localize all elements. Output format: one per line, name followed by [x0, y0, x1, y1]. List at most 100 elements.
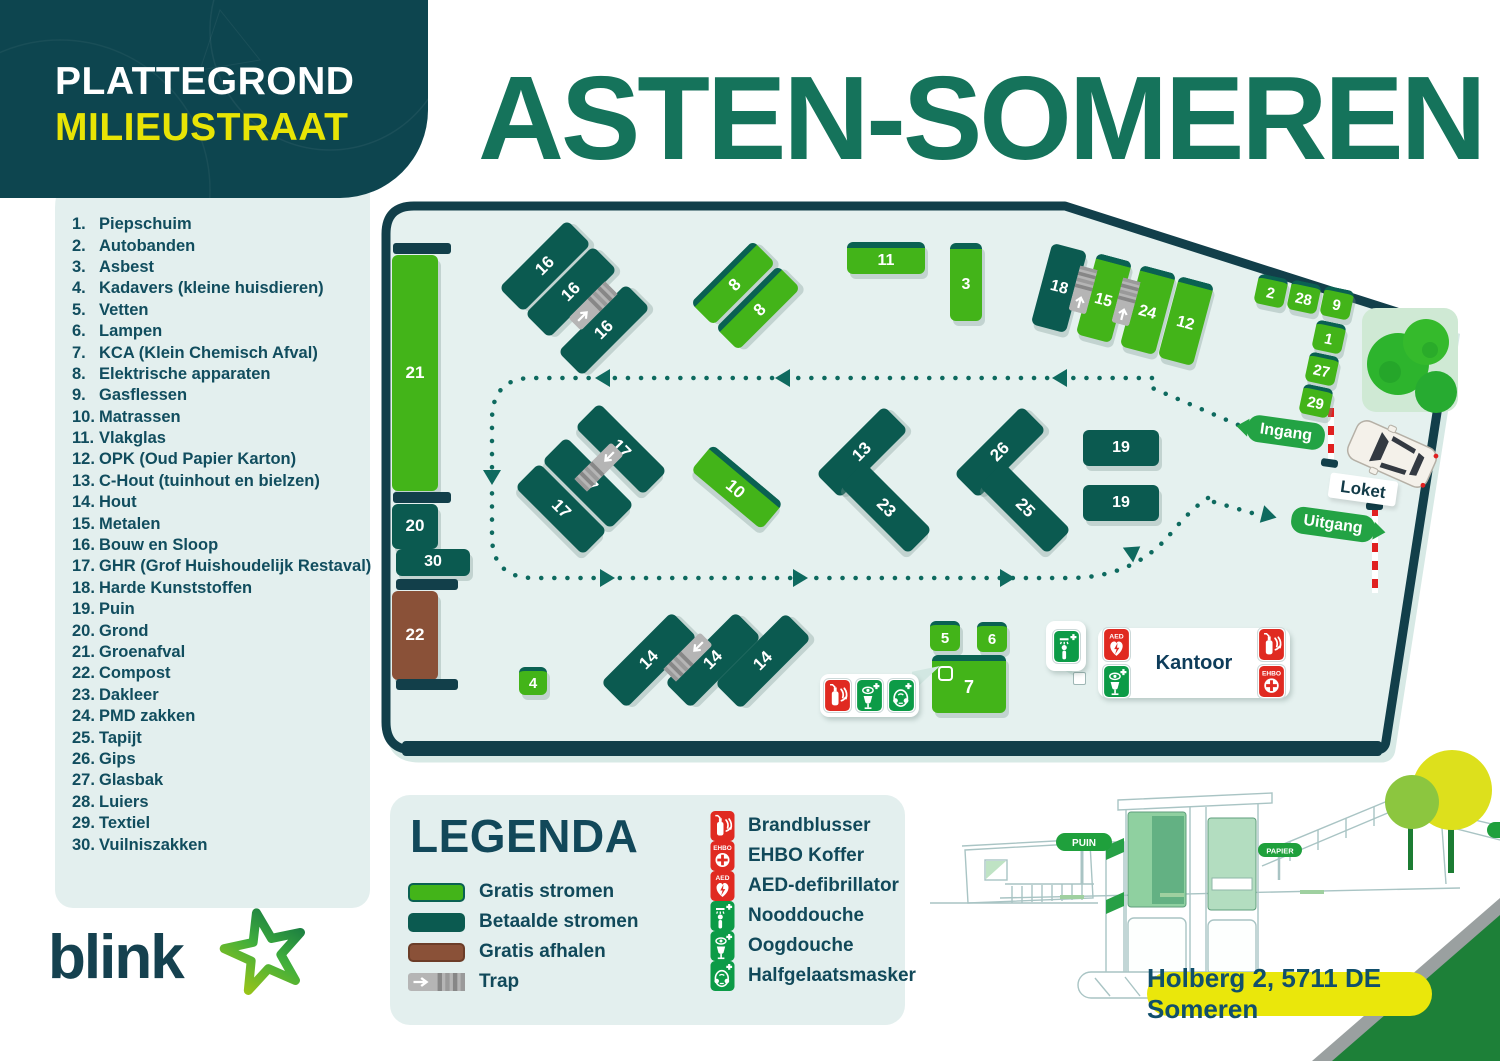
waste-list-item: 18.Harde Kunststoffen: [72, 578, 371, 599]
aed-icon: AED: [710, 871, 735, 901]
waste-item-label: Glasbak: [99, 771, 164, 790]
legend-swatch-trap: [408, 973, 465, 991]
waste-item-label: Piepschuim: [99, 215, 192, 234]
waste-list-item: 27.Glasbak: [72, 770, 371, 791]
map-block-25: 25: [979, 462, 1071, 554]
map-block-22: 22: [392, 590, 438, 680]
waste-item-number: 21.: [72, 643, 95, 661]
legend-safety-label: AED-defibrillator: [748, 875, 899, 896]
waste-item-label: Harde Kunststoffen: [99, 578, 253, 597]
waste-list-item: 20.Grond: [72, 620, 371, 641]
waste-list-item: 9.Gasflessen: [72, 385, 371, 406]
waste-item-label: Vuilniszakken: [99, 835, 208, 854]
waste-list-item: 19.Puin: [72, 599, 371, 620]
legend-safety-label: EHBO Koffer: [748, 845, 865, 866]
map-block-19: 19: [1083, 485, 1159, 521]
map-block-5: 5: [930, 621, 960, 651]
waste-list-item: 2. Autobanden: [72, 235, 371, 256]
map-block-3: 3: [950, 243, 982, 321]
blink-star-icon: [219, 908, 306, 995]
header-title-line2: MILIEUSTRAAT: [55, 106, 349, 149]
waste-item-number: 28.: [72, 792, 95, 811]
waste-item-number: 24.: [72, 707, 95, 726]
waste-list-item: 3.Asbest: [72, 257, 371, 278]
map-block-9: 9: [1319, 285, 1355, 321]
legend-safety-row: Brandblusser: [710, 811, 916, 841]
waste-list-item: 21.Groenafval: [72, 642, 371, 663]
waste-item-label: Vlakglas: [99, 429, 166, 448]
legend-safety-label: Nooddouche: [748, 905, 865, 926]
waste-item-number: 17.: [72, 557, 95, 576]
map-block-28: 28: [1286, 279, 1322, 315]
eyewash-icon: [1102, 664, 1131, 699]
ingang-label: Ingang: [1258, 419, 1314, 445]
waste-item-label: Vetten: [99, 300, 149, 319]
waste-list-item: 13.C-Hout (tuinhout en bielzen): [72, 471, 371, 492]
waste-item-label: Bouw en Sloop: [99, 536, 219, 555]
fire-extinguisher-icon: [823, 678, 852, 713]
map-block-1: 1: [1311, 319, 1347, 355]
waste-item-number: 20.: [72, 621, 95, 640]
waste-item-label: Metalen: [99, 514, 161, 533]
waste-list-item: 10.Matrassen: [72, 407, 371, 428]
waste-list-item: 5. Vetten: [72, 300, 371, 321]
wall-cap: [396, 579, 458, 590]
waste-item-number: 3.: [72, 257, 86, 276]
waste-item-number: 2.: [72, 236, 86, 255]
map-block-19: 19: [1083, 430, 1159, 466]
legend-safety-label: Brandblusser: [748, 815, 871, 836]
waste-item-number: 10.: [72, 407, 95, 426]
wall-cap: [396, 679, 458, 690]
legend-swatch-pickup: [408, 942, 465, 962]
waste-item-number: 14.: [72, 493, 95, 512]
legend-safety-row: Nooddouche: [710, 901, 916, 931]
waste-item-label: Groenafval: [99, 643, 186, 661]
waste-item-number: 5.: [72, 300, 86, 319]
wall-cap: [393, 492, 451, 503]
legend-title: LEGENDA: [410, 810, 639, 862]
waste-item-number: 7.: [72, 343, 86, 362]
waste-item-number: 22.: [72, 664, 95, 683]
ehbo-icon: EHBO: [710, 841, 735, 871]
legend-safety-row: Oogdouche: [710, 931, 916, 961]
block-corner-marker: [938, 666, 953, 681]
legend-swatch-free: [408, 882, 465, 902]
waste-list-item: 7.KCA (Klein Chemisch Afval): [72, 342, 371, 363]
waste-item-label: Autobanden: [99, 236, 196, 255]
waste-item-number: 13.: [72, 471, 95, 490]
waste-list-item: 28.Luiers: [72, 792, 371, 813]
map-block-27: 27: [1304, 351, 1340, 387]
waste-list-item: 24.PMD zakken: [72, 706, 371, 727]
waste-list-item: 11.Vlakglas: [72, 428, 371, 449]
kantoor-box: AED Kantoor EHBO: [1098, 627, 1290, 699]
eyewash-icon: [855, 678, 884, 713]
aed-icon: AED: [1102, 627, 1131, 662]
waste-list-panel: [55, 148, 370, 908]
waste-item-label: GHR (Grof Huishoudelijk Restaval): [99, 557, 372, 576]
waste-item-label: Textiel: [99, 814, 151, 833]
map-block-29: 29: [1298, 383, 1334, 419]
uitgang-arrow-tip: [1372, 521, 1387, 541]
uitgang-sign: Uitgang: [1289, 505, 1387, 544]
map-block-10: 10: [690, 444, 784, 530]
header-title-line1: PLATTEGROND: [55, 60, 355, 103]
kantoor-icons-right: EHBO: [1257, 627, 1286, 699]
waste-item-number: 18.: [72, 578, 95, 597]
page-title: ASTEN-SOMEREN: [478, 52, 1487, 185]
map-block-4: 4: [519, 667, 547, 695]
waste-list-item: 17.GHR (Grof Huishoudelijk Restaval): [72, 556, 371, 577]
uitgang-label: Uitgang: [1302, 511, 1364, 537]
waste-list-item: 1.Piepschuim: [72, 214, 371, 235]
waste-item-label: Gips: [99, 749, 136, 768]
waste-list-item: 30.Vuilniszakken: [72, 834, 371, 855]
waste-list-item: 26.Gips: [72, 749, 371, 770]
loket-sign: Loket: [1327, 472, 1399, 507]
legend-swatch-row: Gratis stromen: [408, 877, 638, 907]
svg-text:AED: AED: [716, 875, 730, 882]
waste-item-number: 6.: [72, 322, 86, 341]
header-decoration: [0, 0, 428, 198]
header-banner: PLATTEGROND MILIEUSTRAAT: [0, 0, 428, 198]
